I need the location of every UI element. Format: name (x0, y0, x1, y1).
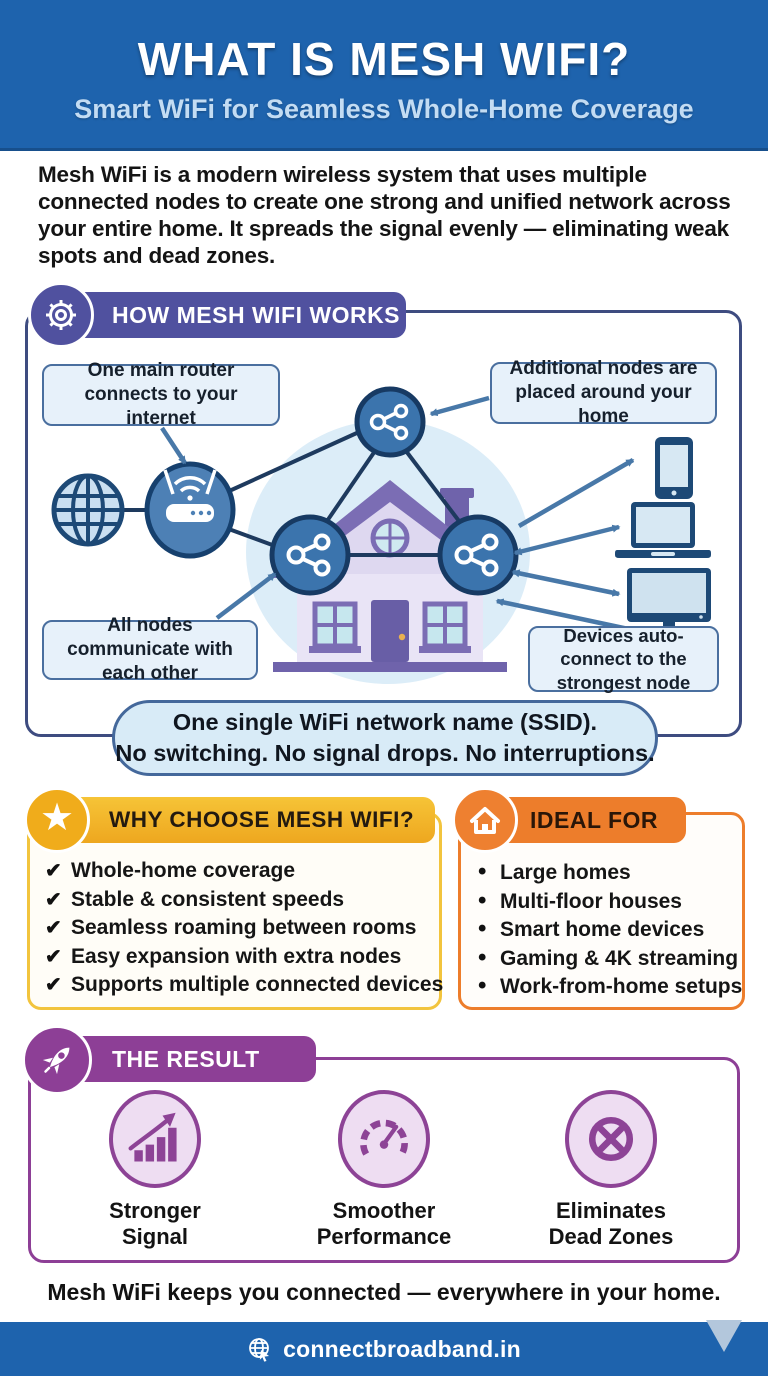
list-item: ✔Whole-home coverage (45, 859, 296, 882)
globe-cursor-icon (249, 1338, 270, 1362)
bullet-icon: • (478, 915, 487, 943)
star-icon: ★ (24, 787, 90, 853)
header-banner: WHAT IS MESH WIFI? Smart WiFi for Seamle… (0, 0, 768, 151)
ideal-for-list: •Large homes •Multi-floor houses •Smart … (478, 858, 743, 1001)
signal-growth-icon (109, 1090, 201, 1188)
rocket-icon (22, 1025, 92, 1095)
annotation-arrows (160, 395, 635, 633)
why-choose-list: ✔Whole-home coverage ✔Stable & consisten… (45, 858, 444, 1001)
mesh-node-top (354, 386, 426, 458)
down-triangle-icon (706, 1320, 742, 1352)
intro-paragraph: Mesh WiFi is a modern wireless system th… (38, 162, 731, 268)
bullet-icon: • (478, 886, 487, 914)
closing-statement: Mesh WiFi keeps you connected — everywhe… (47, 1279, 721, 1305)
no-dead-zone-icon (565, 1090, 657, 1188)
list-item: •Smart home devices (478, 915, 705, 943)
result-item-smoother-performance: Smoother Performance (284, 1090, 484, 1251)
callout-main-router: One main router connects to your interne… (42, 360, 280, 429)
gear-icon (28, 282, 94, 348)
section-heading-why: WHY CHOOSE MESH WIFI? (57, 797, 435, 843)
ssid-banner: One single WiFi network name (SSID). No … (112, 700, 658, 776)
callout-nodes-communicate: All nodes communicate with each other (42, 615, 258, 684)
list-item: •Multi-floor houses (478, 886, 682, 914)
check-icon: ✔ (45, 860, 62, 882)
check-icon: ✔ (45, 974, 62, 997)
mesh-node-left (269, 514, 351, 596)
website-link[interactable]: connectbroadband.in (283, 1335, 521, 1362)
bullet-icon: • (478, 858, 487, 885)
bullet-icon: • (478, 943, 487, 971)
ssid-line-2: No switching. No signal drops. No interr… (115, 740, 655, 766)
laptop-icon (615, 502, 711, 558)
section-heading-ideal: IDEAL FOR (486, 797, 686, 843)
bullet-icon: • (478, 972, 487, 1000)
internet-globe-icon (51, 473, 125, 547)
check-icon: ✔ (45, 917, 62, 940)
page-title: WHAT IS MESH WIFI? (137, 33, 631, 85)
main-router-icon (144, 461, 236, 559)
mesh-node-right (437, 514, 519, 596)
list-item: ✔Seamless roaming between rooms (45, 916, 417, 940)
list-item: ✔Easy expansion with extra nodes (45, 944, 402, 968)
callout-devices-autoconnect: Devices auto-connect to the strongest no… (528, 625, 719, 693)
check-icon: ✔ (45, 945, 62, 968)
result-item-eliminates-dead-zones: Eliminates Dead Zones (511, 1090, 711, 1251)
speedometer-icon (338, 1090, 430, 1188)
section-heading-how: HOW MESH WIFI WORKS (60, 292, 406, 338)
page-subtitle: Smart WiFi for Seamless Whole-Home Cover… (74, 94, 694, 124)
home-icon (452, 787, 518, 853)
list-item: •Work-from-home setups (478, 972, 743, 1000)
callout-additional-nodes: Additional nodes are placed around your … (490, 358, 717, 427)
ssid-line-1: One single WiFi network name (SSID). (172, 709, 598, 736)
result-item-stronger-signal: Stronger Signal (55, 1090, 255, 1251)
check-icon: ✔ (45, 888, 62, 911)
network-links (124, 430, 464, 557)
footer-bar: connectbroadband.in (0, 1322, 768, 1376)
section-heading-result: THE RESULT (60, 1036, 316, 1082)
list-item: •Gaming & 4K streaming (478, 943, 739, 971)
list-item: •Large homes (478, 858, 631, 885)
list-item: ✔Supports multiple connected devices (45, 973, 444, 997)
monitor-icon (627, 568, 711, 636)
smartphone-icon (655, 437, 693, 499)
mesh-network-diagram (51, 386, 711, 684)
list-item: ✔Stable & consistent speeds (45, 887, 345, 911)
